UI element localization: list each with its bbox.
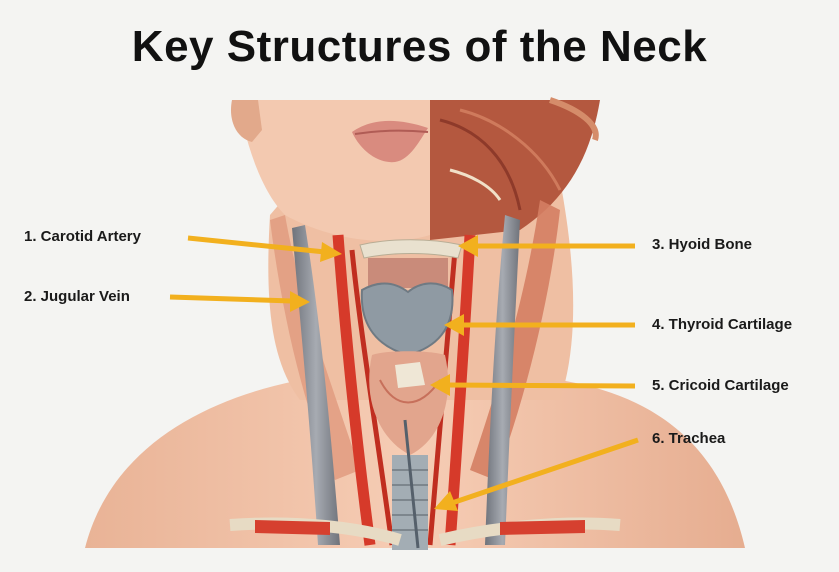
cricoid (395, 362, 425, 388)
arrow-cricoid (448, 385, 635, 386)
label-hyoid-bone: 3. Hyoid Bone (652, 236, 752, 253)
face (238, 100, 430, 241)
label-carotid-artery: 1. Carotid Artery (24, 228, 141, 245)
label-trachea: 6. Trachea (652, 430, 725, 447)
label-jugular-vein: 2. Jugular Vein (24, 288, 130, 305)
label-thyroid-cartilage: 4. Thyroid Cartilage (652, 316, 792, 333)
label-cricoid-cartilage: 5. Cricoid Cartilage (652, 377, 789, 394)
